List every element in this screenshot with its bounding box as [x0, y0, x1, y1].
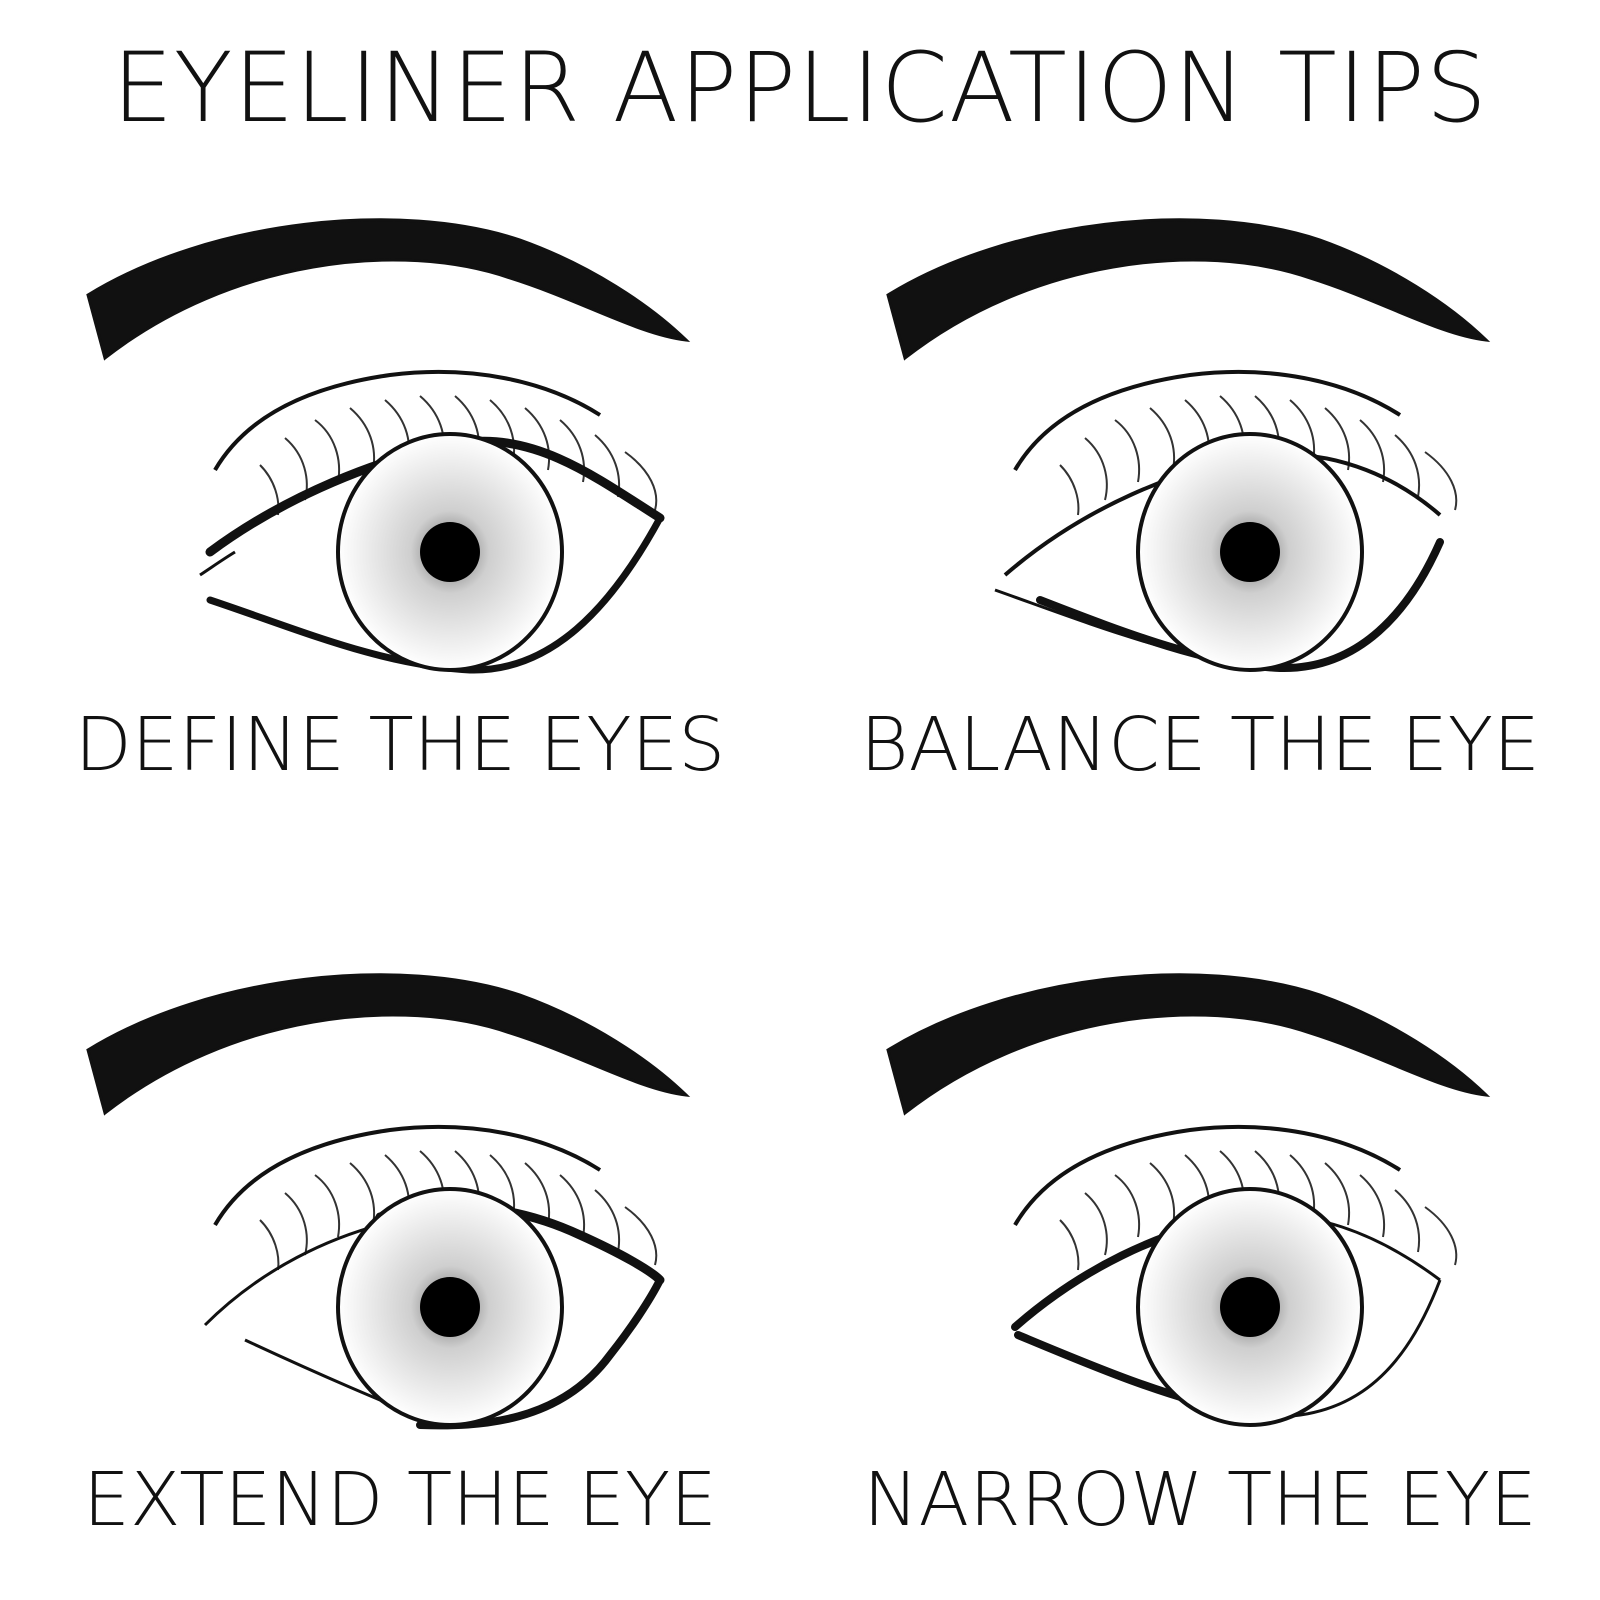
- eye-illustration: [86, 973, 691, 1430]
- panel-narrow: NARROW THE EYE: [800, 935, 1600, 1600]
- eyelid-crease: [1013, 369, 1402, 472]
- eyelashes-icon: [259, 395, 658, 516]
- eyebrow-icon: [886, 973, 1491, 1116]
- pupil-icon: [420, 1277, 480, 1337]
- panel-extend: EXTEND THE EYE: [0, 935, 800, 1600]
- caption-balance: BALANCE THE EYE: [860, 702, 1540, 788]
- inner-corner: [199, 550, 236, 577]
- panel-define: DEFINE THE EYES: [0, 180, 800, 900]
- eye-illustration: [86, 218, 691, 674]
- page-title: EYELINER APPLICATION TIPS: [112, 32, 1488, 144]
- pupil-icon: [420, 522, 480, 582]
- lower-eyeliner: [1036, 538, 1444, 673]
- eyelid-crease: [1013, 1124, 1402, 1227]
- eye-illustration: [886, 218, 1491, 673]
- eyebrow-icon: [86, 218, 691, 361]
- eyelid-crease: [213, 369, 602, 472]
- caption-define: DEFINE THE EYES: [74, 702, 726, 788]
- pupil-icon: [1220, 522, 1280, 582]
- eye-illustration: [886, 973, 1491, 1427]
- caption-extend: EXTEND THE EYE: [83, 1457, 717, 1543]
- eyebrow-icon: [886, 218, 1491, 361]
- pupil-icon: [1220, 1277, 1280, 1337]
- panel-balance: BALANCE THE EYE: [800, 180, 1600, 900]
- eyelid-crease: [213, 1124, 602, 1227]
- eyebrow-icon: [86, 973, 691, 1116]
- caption-narrow: NARROW THE EYE: [863, 1457, 1537, 1543]
